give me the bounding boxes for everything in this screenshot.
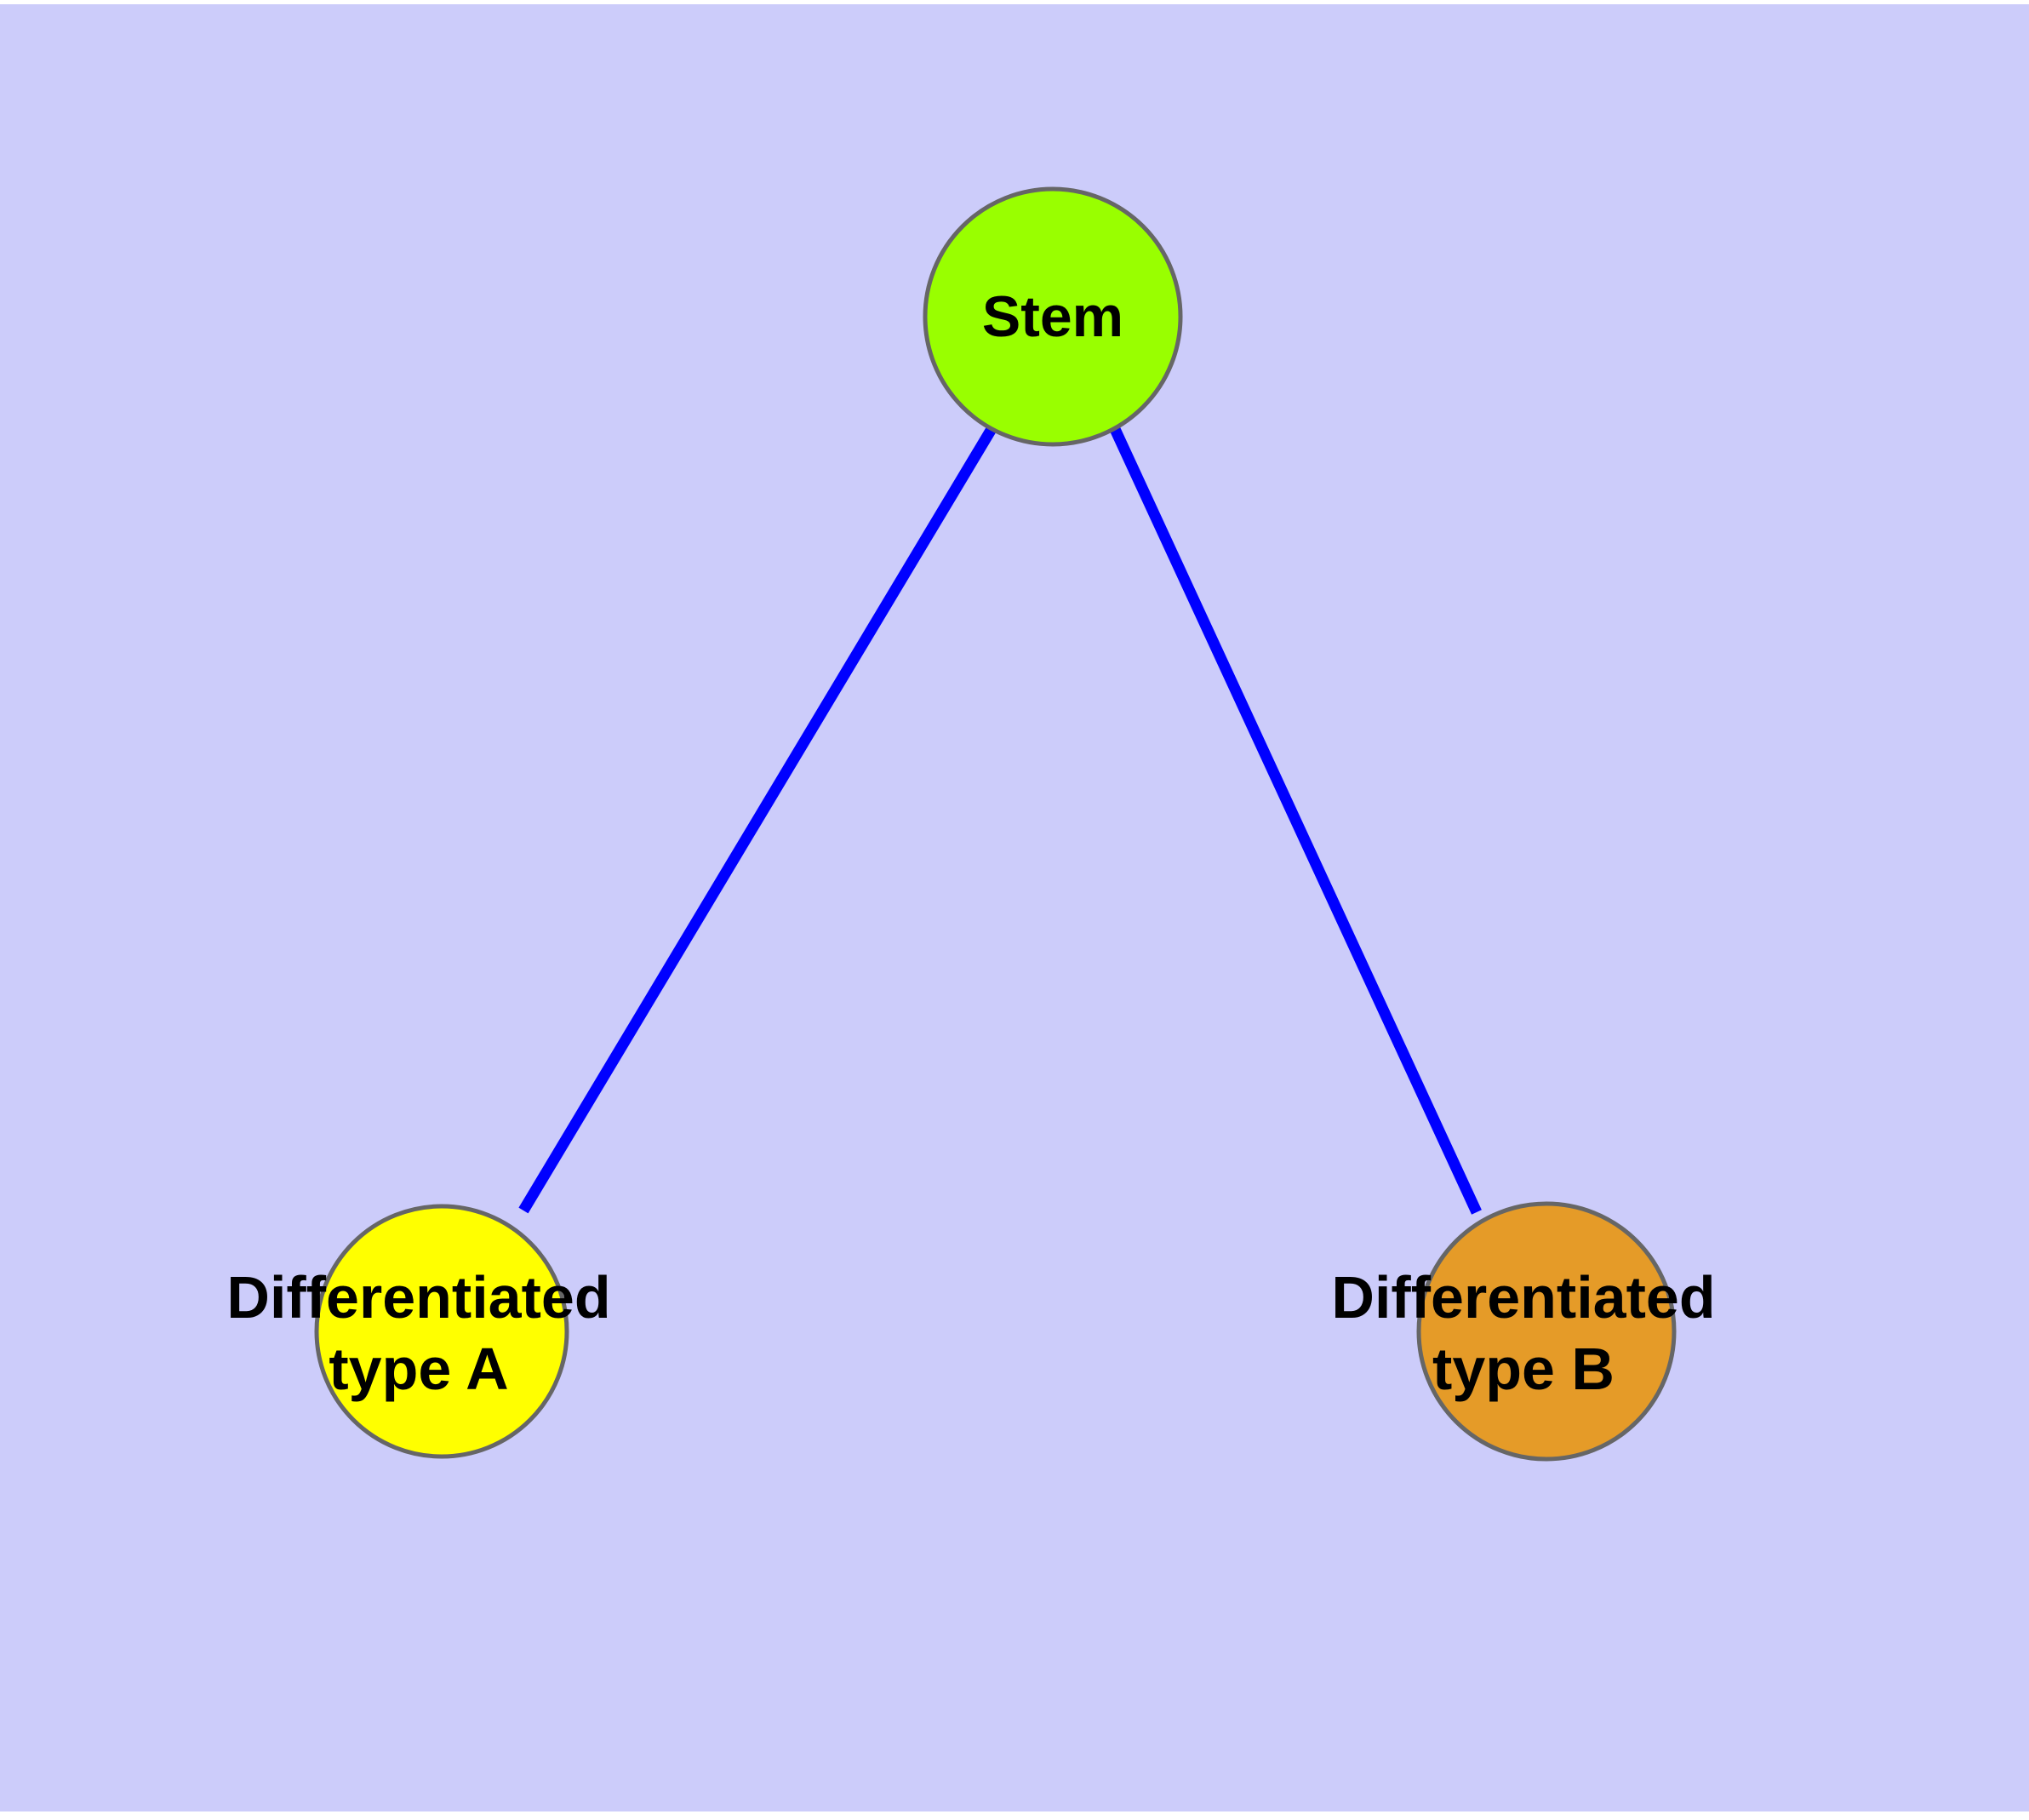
node-differentiated-type-b-label-line2: type B [1432, 1336, 1615, 1402]
node-stem-label: Stem [982, 284, 1123, 349]
node-differentiated-type-a-label: Differentiated [226, 1264, 610, 1331]
node-differentiated-type-a[interactable]: Differentiated type A [226, 1204, 611, 1459]
node-differentiated-type-a-circle[interactable] [314, 1204, 569, 1459]
node-stem-circle[interactable] [923, 186, 1183, 447]
node-differentiated-type-b-circle[interactable] [1416, 1201, 1677, 1462]
edge-layer [518, 426, 1482, 1215]
node-differentiated-type-b-label: Differentiated [1331, 1264, 1715, 1331]
edge-stem-to-differentiated-type-b[interactable] [1110, 426, 1482, 1215]
node-differentiated-type-b[interactable]: Differentiated type B [1331, 1201, 1716, 1462]
node-stem[interactable]: Stem [923, 186, 1183, 447]
node-differentiated-type-a-label-line2: type A [329, 1336, 508, 1402]
edge-stem-to-differentiated-type-a[interactable] [518, 426, 997, 1214]
